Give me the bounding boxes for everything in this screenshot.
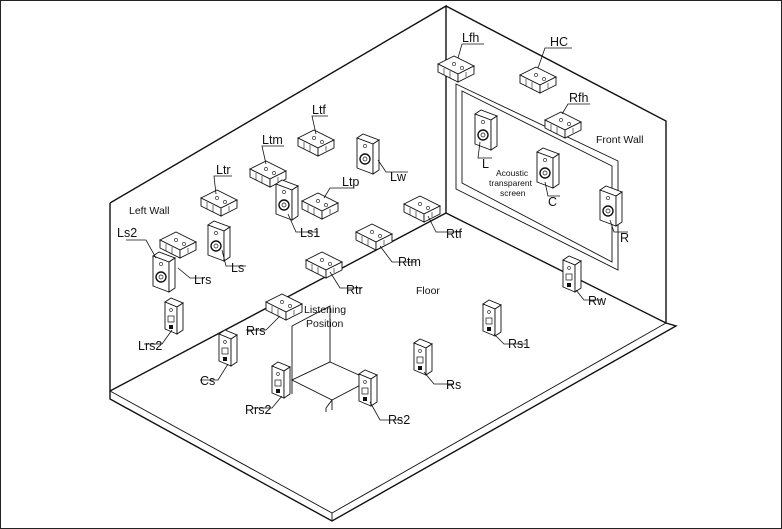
speaker-ltr (200, 189, 238, 217)
acoustic-screen-label-line1: Acoustic (496, 168, 529, 178)
room-outline (109, 4, 678, 522)
label-rrs: Rrs (246, 324, 265, 338)
speaker-hc (519, 66, 557, 94)
left-wall-label: Left Wall (129, 205, 169, 217)
speaker-ls1 (275, 179, 299, 221)
speaker-ls2 (152, 251, 176, 293)
label-rw: Rw (588, 294, 607, 308)
speaker-c (536, 147, 560, 189)
label-cs: Cs (200, 374, 215, 388)
acoustic-screen-label-line3: screen (500, 188, 526, 198)
floor-front-edge (445, 212, 667, 324)
speaker-rs (413, 338, 433, 376)
label-lw: Lw (390, 170, 407, 184)
label-rs1: Rs1 (508, 337, 530, 351)
speaker-l (474, 109, 498, 151)
front-wall-label: Front Wall (596, 134, 643, 146)
label-ls2: Ls2 (117, 226, 137, 240)
label-rs: Rs (446, 378, 461, 392)
speaker-lw (356, 133, 380, 175)
speaker-labels: Lfh HC Rfh L C R Ltf Ltm Ltr Ltp Lw Ls1 … (117, 31, 629, 427)
label-rtm: Rtm (398, 255, 421, 269)
label-hc: HC (550, 35, 568, 49)
floor-base-inner-right (331, 322, 667, 514)
speaker-cs (218, 329, 238, 367)
speaker-lrs2 (164, 297, 184, 335)
speaker-rw (562, 255, 582, 293)
label-ltp: Ltp (342, 175, 359, 189)
label-rrs2: Rrs2 (245, 403, 271, 417)
label-r: R (620, 231, 629, 245)
label-rtf: Rtf (446, 227, 463, 241)
speaker-rrs2 (271, 361, 291, 399)
speaker-rtf (403, 195, 441, 223)
speaker-rs1 (482, 299, 502, 337)
speaker-r (599, 185, 623, 227)
label-lrs2: Lrs2 (138, 339, 162, 353)
label-ls: Ls (231, 261, 244, 275)
label-lfh: Lfh (462, 31, 479, 45)
listening-position-label-line2: Position (306, 318, 344, 330)
listening-position-label-line1: Listening (304, 304, 346, 316)
label-c: C (548, 195, 557, 209)
leader-lines (126, 43, 628, 421)
speaker-rtm (355, 223, 393, 251)
screen-inner-frame (461, 90, 613, 263)
region-labels: Left Wall Front Wall Floor Listening Pos… (129, 134, 643, 330)
speaker-rrs (265, 293, 303, 321)
label-ltr: Ltr (216, 163, 231, 177)
label-rtr: Rtr (346, 283, 363, 297)
label-lrs: Lrs (194, 273, 211, 287)
speaker-rtr (305, 251, 343, 279)
speaker-rfh (544, 111, 582, 139)
label-ltf: Ltf (312, 103, 326, 117)
speaker-ltp (301, 192, 339, 220)
label-ltm: Ltm (262, 133, 283, 147)
label-ls1: Ls1 (300, 226, 320, 240)
acoustic-screen-label-line2: transparent (489, 178, 533, 188)
label-rs2: Rs2 (388, 413, 410, 427)
label-l: L (482, 157, 489, 171)
speaker-rs2 (358, 369, 378, 407)
front-wall-outline (445, 5, 667, 323)
label-rfh: Rfh (569, 91, 589, 105)
speaker-ls (207, 220, 231, 262)
floor-label: Floor (416, 285, 440, 297)
speaker-lfh (437, 55, 475, 83)
floor-base-inner-edge (109, 390, 333, 514)
